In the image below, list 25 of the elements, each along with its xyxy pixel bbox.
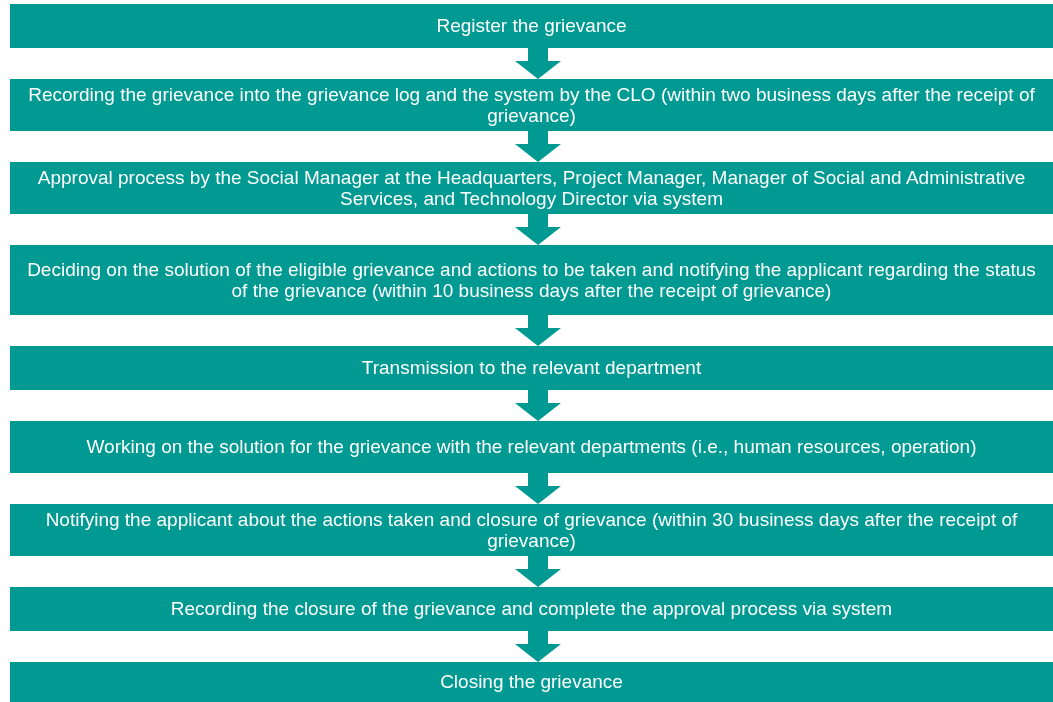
process-box [10,421,1053,473]
step-text: Closing the grievance [440,671,623,693]
arrow [515,315,561,346]
arrow [515,48,561,79]
step-text: Deciding on the solution of the eligible grievance and actions to be taken and notifying the applicant regarding the status of the grievance (within 10 business days after the receipt of grievance) [26,258,1037,302]
process-box [10,79,1053,131]
process-box [10,4,1053,48]
step-text: Recording the grievance into the grievance log and the system by the CLO (within two business days after the receipt of grievance) [27,83,1036,127]
process-box [10,504,1053,556]
step-text: Approval process by the Social Manager at the Headquarters, Project Manager, Manager of Social and Administrative Services, and Technology Director via system [36,166,1027,210]
arrow [515,473,561,504]
arrow [515,214,561,245]
step-text: Notifying the applicant about the actions taken and closure of grievance (within 30 business days after the receipt of grievance) [44,508,1019,552]
process-box [10,346,1053,390]
process-box [10,587,1053,631]
step-text: Recording the closure of the grievance and complete the approval process via system [170,598,893,620]
step-text: Register the grievance [436,15,627,37]
process-box [10,162,1053,214]
step-text: Transmission to the relevant department [361,357,702,379]
arrow [515,131,561,162]
arrow [515,556,561,587]
step-text: Working on the solution for the grievance with the relevant departments (i.e., human resources, operation) [86,436,977,458]
process-box [10,245,1053,315]
process-box [10,662,1053,702]
arrow [515,390,561,421]
